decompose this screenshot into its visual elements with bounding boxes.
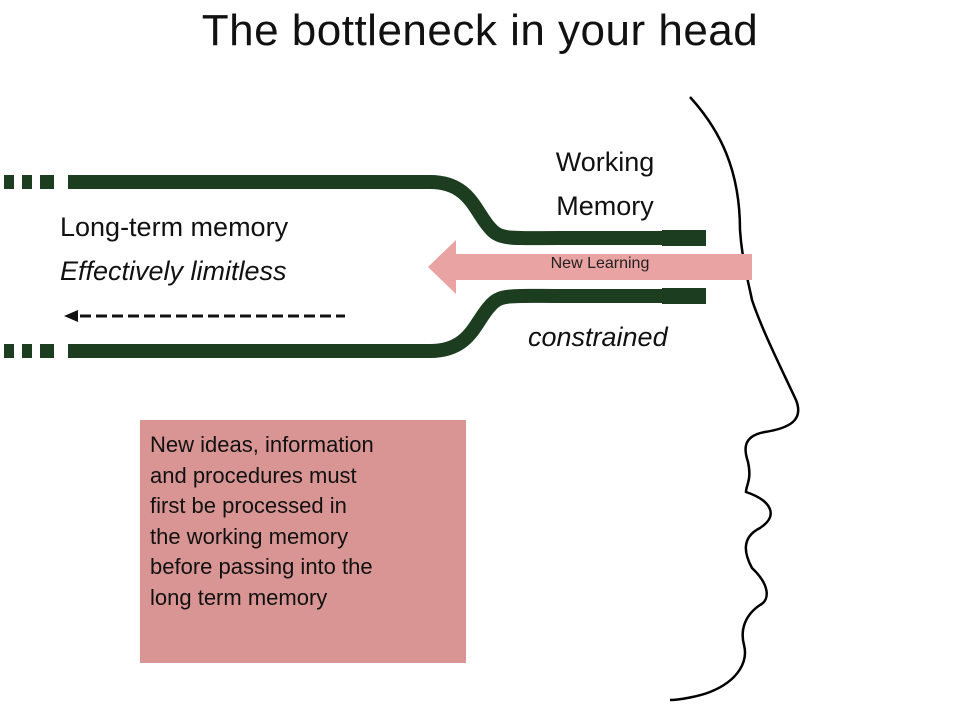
upper-pipe-body [68,175,705,246]
lower-pipe-body [68,288,705,358]
note-box: New ideas, information and procedures mu… [140,420,466,663]
lower-pipe-dash-1 [4,344,14,358]
working-memory-label-line2: Memory [556,191,654,221]
upper-pipe-dash-3 [40,175,54,189]
lower-pipe-dash-3 [40,344,54,358]
head-profile-outline [669,96,800,702]
lower-pipe [4,288,706,358]
note-line-1: New ideas, information [150,432,374,457]
constrained-label: constrained [528,322,668,352]
upper-pipe-dash-2 [22,175,32,189]
new-learning-arrow [428,240,752,294]
note-line-5: before passing into the [150,554,373,579]
dashed-left-arrow [64,310,345,322]
note-line-6: long term memory [150,584,328,610]
lower-pipe-end [662,288,706,304]
upper-pipe-end [662,230,706,246]
dashed-arrow-head [64,310,78,322]
note-line-2: and procedures must [150,462,357,488]
note-line-4: the working memory [150,523,349,549]
upper-pipe [4,175,706,246]
note-line-3: first be processed in [150,493,347,518]
long-term-memory-sublabel: Effectively limitless [60,256,287,286]
lower-pipe-dash-2 [22,344,32,358]
new-learning-label: New Learning [550,255,650,272]
diagram-title: The bottleneck in your head [201,6,759,55]
upper-pipe-dash-1 [4,175,14,189]
long-term-memory-label: Long-term memory [60,212,289,242]
working-memory-label: Working Memory [540,140,670,228]
working-memory-label-line1: Working [555,147,655,177]
